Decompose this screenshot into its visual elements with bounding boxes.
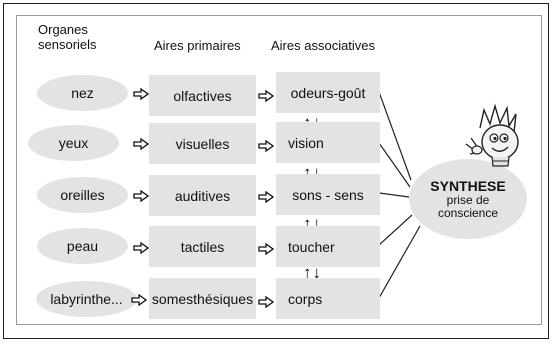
organe-oreilles: oreilles — [37, 177, 128, 213]
aire-assoc-vision: vision — [276, 122, 380, 163]
header-organes: Organes sensoriels — [38, 22, 97, 52]
line-row-4 — [378, 214, 413, 246]
aire-assoc-toucher: toucher — [276, 226, 380, 267]
arrow-right-icon — [258, 140, 274, 152]
aire-assoc-odeurs-gout: odeurs-goût — [276, 72, 380, 113]
line-row-1 — [378, 91, 412, 181]
organe-yeux: yeux — [28, 125, 119, 161]
lightbulb-mascot-icon — [465, 103, 519, 167]
organe-peau: peau — [37, 228, 128, 264]
synthese-ellipse: SYNTHESE prise de conscience — [409, 159, 527, 239]
arrow-right-icon — [258, 90, 274, 102]
synthese-title: SYNTHESE — [430, 178, 506, 194]
diagram-panel — [16, 15, 542, 325]
arrow-right-icon — [131, 294, 147, 306]
aire-primaire-tactiles: tactiles — [149, 226, 256, 267]
arrow-right-icon — [258, 296, 274, 308]
aire-primaire-auditives: auditives — [149, 175, 256, 216]
outer-frame — [3, 3, 549, 339]
updown-arrow-icon: ↑↓ — [303, 263, 322, 282]
arrow-right-icon — [133, 88, 149, 100]
header-aires-associatives: Aires associatives — [271, 38, 376, 53]
aire-assoc-sons-sens: sons - sens — [276, 174, 380, 215]
arrow-right-icon — [133, 190, 149, 202]
header-aires-primaires: Aires primaires — [154, 38, 241, 53]
line-row-3 — [378, 192, 410, 198]
arrow-right-icon — [133, 242, 149, 254]
aire-primaire-visuelles: visuelles — [149, 123, 256, 164]
organe-nez: nez — [37, 75, 128, 111]
organe-labyrinthe: labyrinthe... — [36, 281, 137, 317]
arrow-right-icon — [258, 243, 274, 255]
arrow-right-icon — [133, 138, 149, 150]
line-row-5 — [378, 225, 421, 299]
synthese-subtitle: prise de conscience — [437, 193, 499, 220]
line-row-2 — [378, 142, 411, 188]
arrow-right-icon — [258, 191, 274, 203]
aire-primaire-olfactives: olfactives — [149, 75, 256, 116]
aire-assoc-corps: corps — [276, 278, 380, 319]
aire-primaire-somesthesiques: somesthésiques — [149, 278, 256, 319]
